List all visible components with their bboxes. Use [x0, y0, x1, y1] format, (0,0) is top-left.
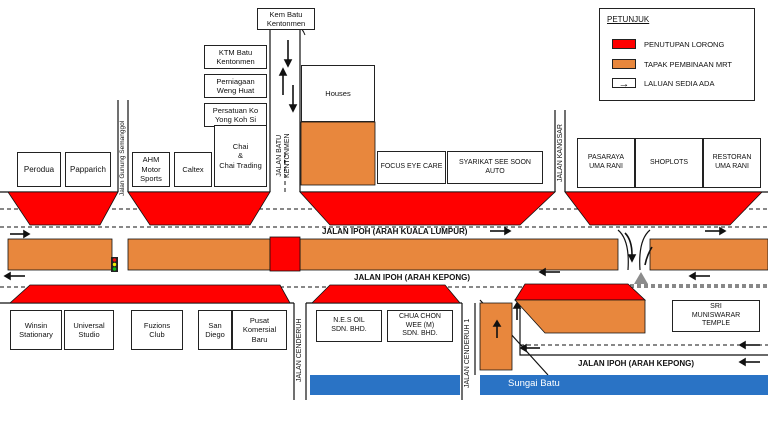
closure-south-3 [514, 283, 647, 301]
road-label-jalan-batu-kentonmen: JALAN BATU KENTONMEN [276, 133, 292, 178]
mrt-site-central [299, 238, 619, 271]
mrt-site-middle [127, 238, 271, 271]
place-kem-batu-kentonmen: Kem Batu Kentonmen [257, 8, 315, 30]
road-label-jalan-ipoh-kl: JALAN IPOH (ARAH KUALA LUMPUR) [322, 227, 468, 236]
river-label: Sungai Batu [508, 378, 560, 389]
road-label-jalan-cenderuh: JALAN CENDERUH [296, 318, 303, 382]
mrt-site-houses [300, 121, 376, 186]
building-nes-oil: N.E.S OIL SDN. BHD. [316, 310, 382, 342]
closure-north-4 [564, 191, 763, 226]
building-perodua: Perodua [17, 152, 61, 187]
closure-north-1 [7, 191, 119, 226]
grey-marker [634, 272, 648, 284]
road-label-jalan-gunung-semanggol: Jalan Gunung Semanggol [119, 120, 126, 196]
building-universal-studio: Universal Studio [64, 310, 114, 350]
building-pusat-komersial-baru: Pusat Komersial Baru [232, 310, 287, 350]
traffic-arrows [3, 40, 760, 367]
legend-item-existing-route: → LALUAN SEDIA ADA [612, 78, 715, 90]
legend-title: PETUNJUK [607, 15, 650, 24]
legend-item-mrt-site: TAPAK PEMBINAAN MRT [612, 59, 732, 69]
building-sri-muniswarar-temple: SRI MUNISWARAR TEMPLE [672, 300, 760, 332]
building-fuzions-club: Fuzions Club [131, 310, 183, 350]
legend-item-road-closure: PENUTUPAN LORONG [612, 39, 724, 49]
building-caltex: Caltex [174, 152, 212, 187]
traffic-light [111, 257, 118, 272]
road-label-jalan-kangsar: JALAN KANGSAR [557, 124, 564, 182]
mrt-site-temple [514, 299, 646, 334]
building-syarikat-see-soon-auto: SYARIKAT SEE SOON AUTO [447, 151, 543, 184]
building-ahm-motor-sports: AHM Motor Sports [132, 152, 170, 187]
building-chai-chai-trading: Chai & Chai Trading [214, 125, 267, 187]
building-winsin-stationary: Winsin Stationary [10, 310, 62, 350]
river-west [310, 375, 460, 395]
mrt-site-east [649, 238, 768, 271]
building-restoran-uma-rani: RESTORAN UMA RANI [703, 138, 761, 188]
legend-label-existing-route: LALUAN SEDIA ADA [644, 78, 715, 88]
place-houses: Houses [301, 65, 375, 122]
building-san-diego: San Diego [198, 310, 232, 350]
legend-swatch-orange [612, 59, 636, 69]
road-label-jalan-ipoh-kepong: JALAN IPOH (ARAH KEPONG) [354, 273, 471, 282]
closure-south-1 [8, 284, 291, 304]
building-papparich: Papparich [65, 152, 111, 187]
mrt-site-west [7, 238, 113, 271]
river-east [480, 375, 768, 395]
place-ktm-batu-kentonmen: KTM Batu Kentonmen [204, 45, 267, 69]
building-shoplots: SHOPLOTS [635, 138, 703, 188]
legend-label-road-closure: PENUTUPAN LORONG [644, 39, 725, 49]
legend-swatch-red [612, 39, 636, 49]
road-label-jalan-cenderuh-1: JALAN CENDERUH 1 [464, 318, 471, 388]
closure-junction [269, 236, 301, 272]
closure-south-2 [311, 284, 461, 304]
arrow-right-icon: → [612, 78, 636, 90]
closure-north-3 [299, 191, 557, 226]
place-perniagaan-weng-huat: Perniagaan Weng Huat [204, 74, 267, 98]
building-chua-chon-wee: CHUA CHON WEE (M) SDN. BHD. [387, 310, 453, 342]
road-label-jalan-ipoh-kepong-lower: JALAN IPOH (ARAH KEPONG) [578, 359, 695, 368]
legend-label-mrt-site: TAPAK PEMBINAAN MRT [644, 59, 732, 69]
building-focus-eye-care: FOCUS EYE CARE [377, 151, 446, 184]
building-pasaraya-uma-rani: PASARAYA UMA RANI [577, 138, 635, 188]
legend: PETUNJUK PENUTUPAN LORONG TAPAK PEMBINAA… [599, 8, 755, 101]
closure-north-2 [127, 191, 271, 226]
place-persatuan-ko-yong-koh-si: Persatuan Ko Yong Koh Si [204, 103, 267, 127]
